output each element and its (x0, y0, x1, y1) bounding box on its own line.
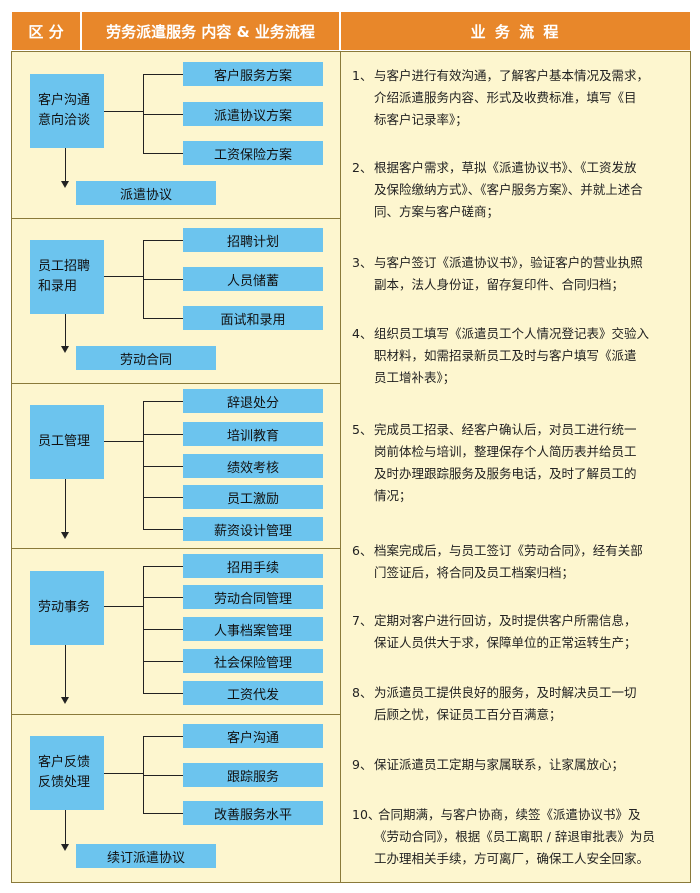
connector (143, 153, 183, 154)
section-3-item: 员工激励 (183, 485, 323, 509)
step-5: 5、完成员工招录、经客户确认后，对员工进行统一 岗前体检与培训，整理保存个人简历… (352, 419, 678, 507)
section-4-item: 人事档案管理 (183, 617, 323, 641)
section-divider (11, 714, 341, 715)
section-2-item: 面试和录用 (183, 306, 323, 330)
step-1: 1、与客户进行有效沟通，了解客户基本情况及需求， 介绍派遣服务内容、形式及收费标… (352, 65, 678, 131)
header-section-label: 区 分 (11, 11, 81, 51)
section-1-item: 工资保险方案 (183, 141, 323, 165)
step-number: 6、 (352, 543, 373, 558)
connector (143, 693, 183, 694)
section-5-item: 改善服务水平 (183, 801, 323, 825)
connector (143, 775, 183, 776)
connector (65, 810, 66, 845)
section-3-item: 绩效考核 (183, 454, 323, 478)
section-3-item: 培训教育 (183, 422, 323, 446)
connector (65, 479, 66, 533)
step-8: 8、为派遣员工提供良好的服务，及时解决员工一切 后顾之忧，保证员工百分百满意； (352, 682, 678, 726)
section-2-item: 招聘计划 (183, 228, 323, 252)
connector (143, 566, 183, 567)
section-divider (11, 218, 341, 219)
connector (143, 629, 183, 630)
connector (65, 645, 66, 698)
section-3-main-box: 员工管理 (30, 405, 104, 479)
step-number: 9、 (352, 757, 373, 772)
section-5-item: 跟踪服务 (183, 763, 323, 787)
section-1-item: 派遣协议方案 (183, 102, 323, 126)
section-4-item: 工资代发 (183, 681, 323, 705)
connector (143, 736, 144, 813)
arrow-down-icon (61, 844, 69, 851)
step-7: 7、定期对客户进行回访，及时提供客户所需信息， 保证人员供大于求，保障单位的正常… (352, 610, 678, 654)
arrow-down-icon (61, 181, 69, 188)
section-4-item: 社会保险管理 (183, 649, 323, 673)
arrow-down-icon (61, 346, 69, 353)
section-4-item: 劳动合同管理 (183, 585, 323, 609)
section-2-main-box: 员工招聘 和录用 (30, 240, 104, 314)
step-4: 4、组织员工填写《派遣员工个人情况登记表》交验入 职材料，如需招录新员工及时与客… (352, 323, 678, 389)
connector (143, 401, 183, 402)
section-1-main-box: 客户沟通 意向洽谈 (30, 74, 104, 148)
arrow-down-icon (61, 697, 69, 704)
connector (143, 736, 183, 737)
section-2-result: 劳动合同 (76, 346, 216, 370)
connector (104, 276, 143, 277)
connector (143, 74, 183, 75)
connector (104, 606, 143, 607)
header-content-label: 劳务派遣服务 内容 & 业务流程 (81, 11, 340, 51)
connector (143, 114, 183, 115)
step-2: 2、根据客户需求，草拟《派遣协议书》、《工资发放 及保险缴纳方式》、《客户服务方… (352, 157, 678, 223)
connector (65, 314, 66, 347)
connector (65, 148, 66, 182)
step-number: 10、 (352, 807, 381, 822)
section-5-result: 续订派遣协议 (76, 844, 216, 868)
right-panel (340, 51, 691, 883)
step-number: 4、 (352, 326, 373, 341)
connector (104, 441, 143, 442)
connector (143, 813, 183, 814)
section-2-item: 人员储蓄 (183, 267, 323, 291)
step-number: 2、 (352, 160, 373, 175)
connector (143, 434, 183, 435)
section-3-item: 辞退处分 (183, 389, 323, 413)
connector (143, 401, 144, 529)
step-number: 8、 (352, 685, 373, 700)
connector (143, 74, 144, 153)
header-process-label: 业 务 流 程 (340, 11, 691, 51)
step-number: 3、 (352, 255, 373, 270)
section-3-item: 薪资设计管理 (183, 517, 323, 541)
connector (143, 279, 183, 280)
connector (104, 773, 143, 774)
step-6: 6、档案完成后，与员工签订《劳动合同》，经有关部 门签证后，将合同及员工档案归档… (352, 540, 678, 584)
section-5-item: 客户沟通 (183, 724, 323, 748)
connector (143, 597, 183, 598)
step-number: 7、 (352, 613, 373, 628)
section-1-item: 客户服务方案 (183, 62, 323, 86)
section-4-main-box: 劳动事务 (30, 571, 104, 645)
step-number: 5、 (352, 422, 373, 437)
connector (143, 529, 183, 530)
connector (104, 111, 143, 112)
connector (143, 318, 183, 319)
step-3: 3、与客户签订《派遣协议书》，验证客户的营业执照 副本，法人身份证，留存复印件、… (352, 252, 678, 296)
connector (143, 240, 183, 241)
section-1-result: 派遣协议 (76, 181, 216, 205)
section-divider (11, 548, 341, 549)
connector (143, 497, 183, 498)
step-number: 1、 (352, 68, 373, 83)
connector (143, 466, 183, 467)
section-5-main-box: 客户反馈 反馈处理 (30, 736, 104, 810)
step-10: 10、合同期满，与客户协商，续签《派遣协议书》及 《劳动合同》，根据《员工离职 … (352, 804, 678, 870)
arrow-down-icon (61, 532, 69, 539)
step-9: 9、保证派遣员工定期与家属联系，让家属放心； (352, 754, 678, 776)
connector (143, 661, 183, 662)
section-divider (11, 383, 341, 384)
section-4-item: 招用手续 (183, 554, 323, 578)
